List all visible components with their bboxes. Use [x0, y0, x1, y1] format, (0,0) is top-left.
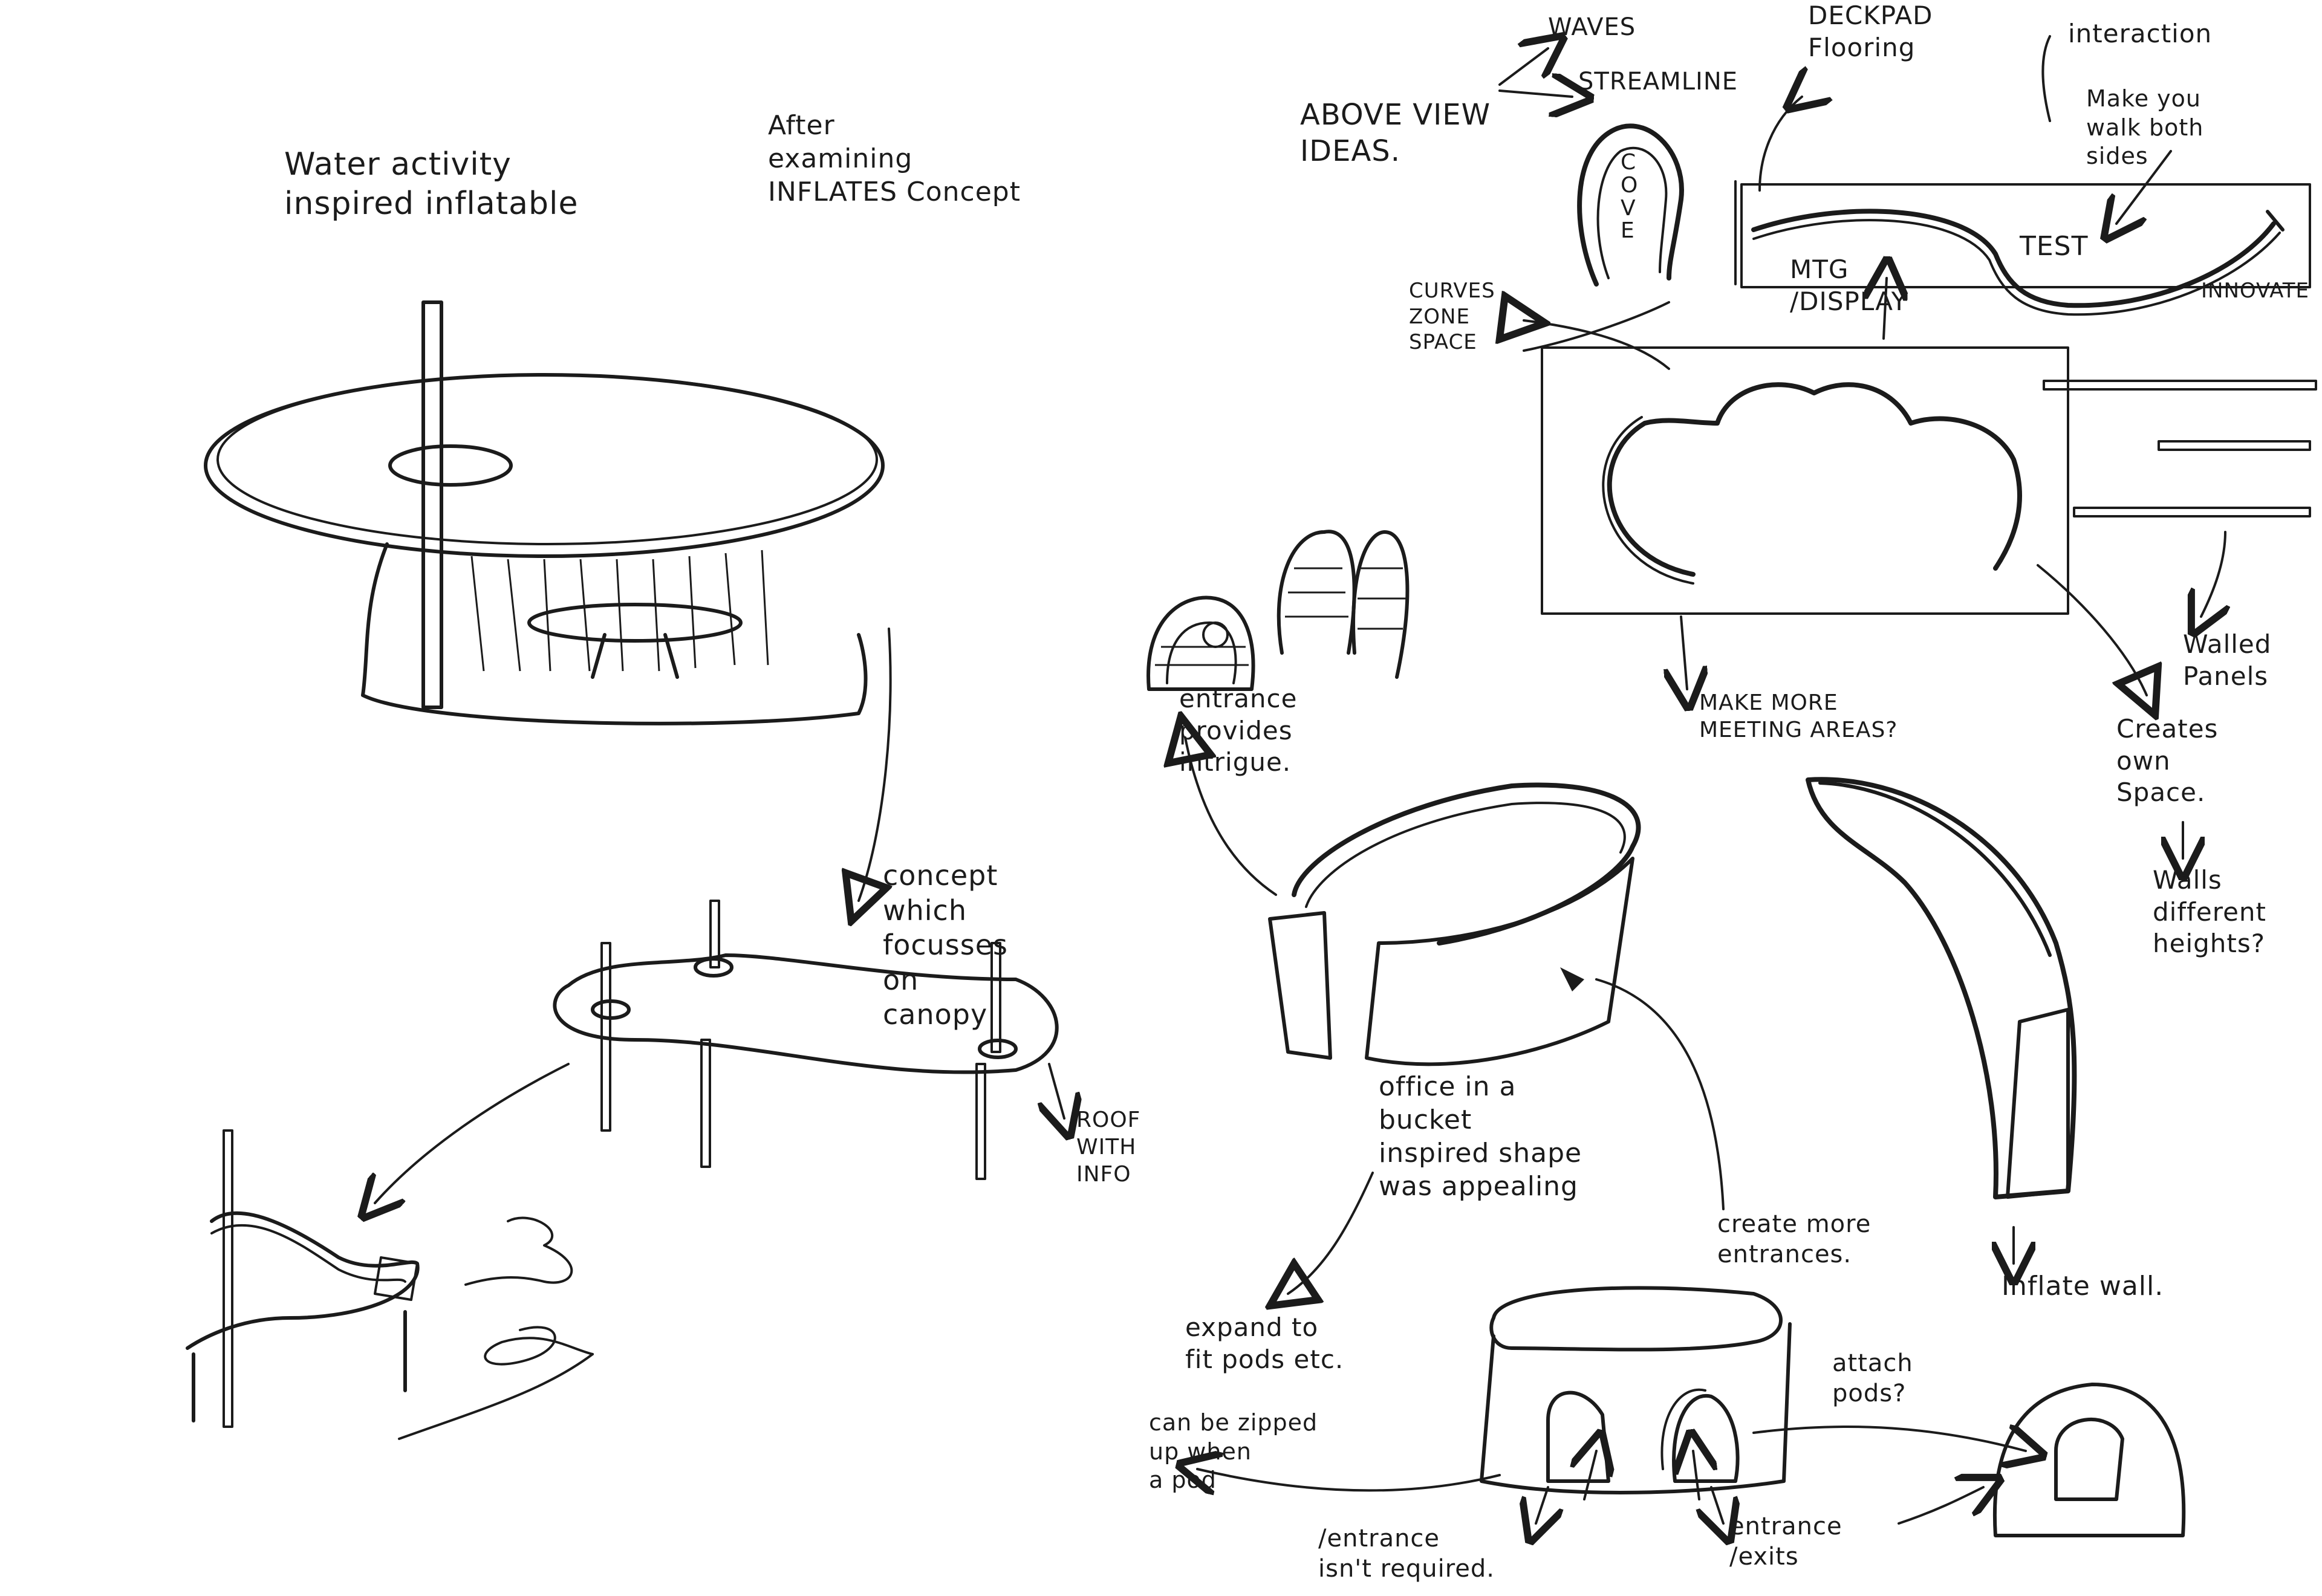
- note-interaction: interaction: [2068, 19, 2213, 48]
- note-creates-own-space: Creates own Space.: [2116, 714, 2219, 807]
- bucket-office-sketch-icon: [1185, 738, 1725, 1294]
- wavy-wall-sketch-icon: [186, 1129, 594, 1440]
- cove-plan-sketch-icon: [1577, 123, 1684, 287]
- note-test: TEST: [2020, 231, 2089, 262]
- note-innovate: INNOVATE: [2201, 279, 2310, 303]
- note-roof-info: ROOF WITH INFO: [1076, 1108, 1141, 1187]
- note-water-activity: Water activity inspired inflatable: [284, 146, 579, 222]
- note-curves-zone-space: CURVES ZONE SPACE: [1409, 279, 1495, 354]
- canopy-poles-sketch-icon: [553, 900, 1064, 1180]
- inflatable-canopy-sketch-icon: [204, 300, 885, 725]
- note-entrance-intrigue: entrance provides intrigue.: [1179, 684, 1298, 777]
- note-office-bucket: office in a bucket inspired shape was ap…: [1379, 1071, 1582, 1202]
- attached-pod-sketch-icon: [1898, 1383, 2186, 1537]
- note-concept-canopy: concept which focusses on canopy: [883, 859, 1008, 1031]
- note-cove: C O V E: [1621, 150, 1639, 244]
- note-make-more-meeting: MAKE MORE MEETING AREAS?: [1699, 690, 1898, 742]
- note-zipped-up: can be zipped up when a pod: [1149, 1409, 1318, 1493]
- curved-inflate-wall-sketch-icon: [1806, 777, 2077, 1264]
- dome-pod-sketch-icon: [1146, 530, 1410, 691]
- cloud-plan-sketch-icon: [1541, 346, 2317, 858]
- note-entrance-not-required: /entrance isn't required.: [1318, 1525, 1495, 1583]
- note-mtg-display: MTG /DISPLAY: [1790, 255, 1908, 316]
- note-attach-pods: attach pods?: [1832, 1349, 1913, 1407]
- note-create-entrances: create more entrances.: [1717, 1210, 1872, 1268]
- note-waves: WAVES: [1548, 13, 1636, 41]
- note-streamline: STREAMLINE: [1578, 68, 1738, 96]
- note-walls-heights: Walls different heights?: [2153, 865, 2267, 958]
- note-inflate-wall: Inflate wall.: [2002, 1271, 2164, 1302]
- wave-wall-plan-sketch-icon: [1734, 35, 2311, 340]
- note-above-view: ABOVE VIEW IDEAS.: [1300, 98, 1491, 168]
- note-expand-pods: expand to fit pods etc.: [1185, 1312, 1344, 1374]
- note-entrance-exits: entrance /exits: [1729, 1513, 1842, 1571]
- pod-cylinder-sketch-icon: [1197, 1286, 2026, 1523]
- note-walk-both-sides: Make you walk both sides: [2086, 85, 2204, 169]
- note-after-examining: After examining INFLATES Concept: [768, 110, 1021, 207]
- note-walled-panels: Walled Panels: [2183, 629, 2272, 691]
- note-deckpad: DECKPAD Flooring: [1808, 1, 1933, 62]
